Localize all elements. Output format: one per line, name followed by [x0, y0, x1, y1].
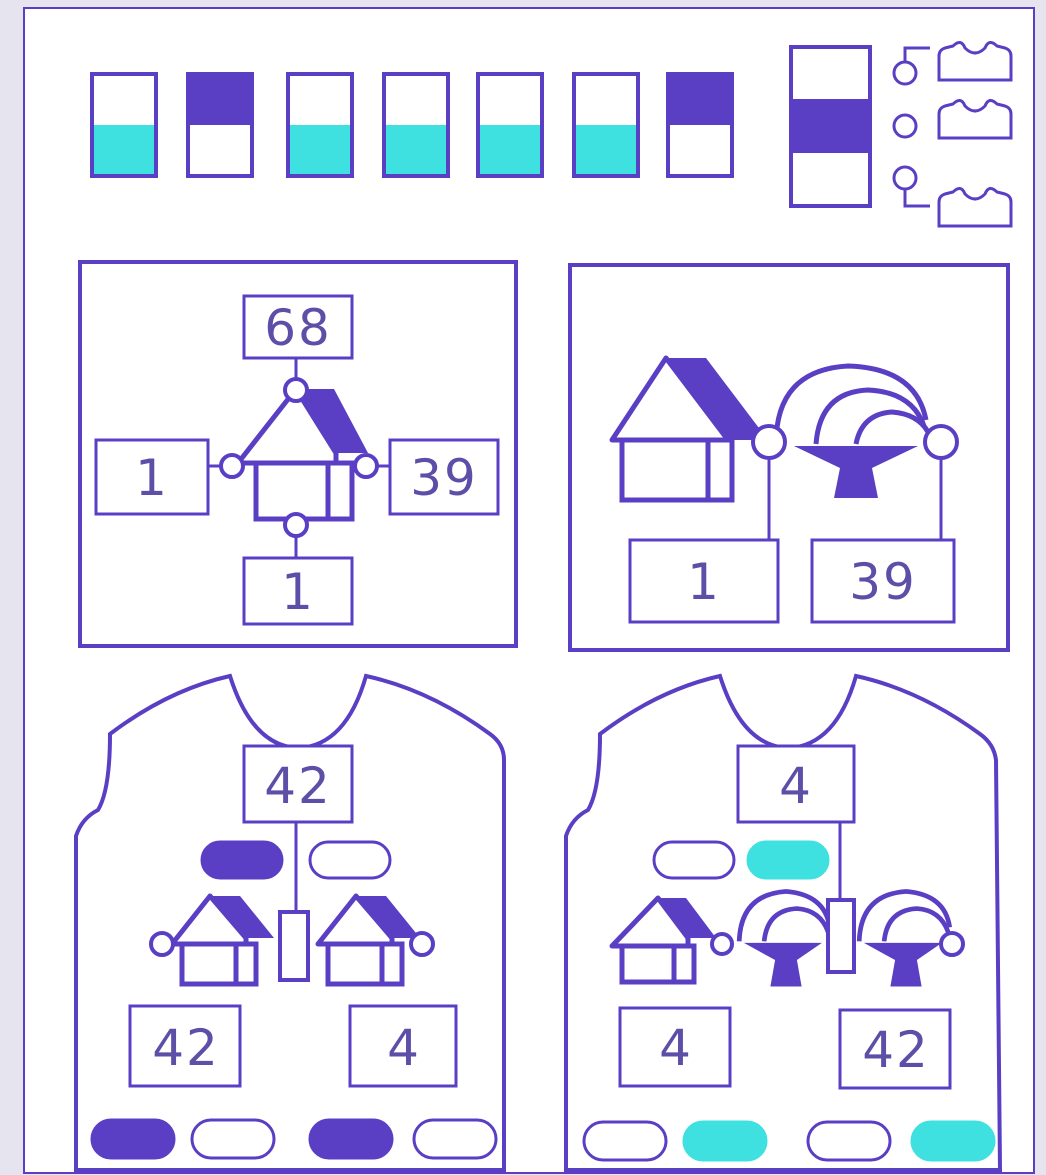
house-tree-panel: 1 39 [570, 265, 1008, 650]
key-tile [791, 47, 870, 206]
sweater-trees: 4 4 42 [566, 676, 1000, 1170]
box-bottom-number: 1 [281, 563, 315, 621]
box-right-number: 4 [387, 1019, 421, 1077]
pill-purple [310, 1120, 392, 1158]
box-right-number: 39 [410, 449, 478, 507]
box-left-number: 42 [152, 1019, 220, 1077]
legend-tile [288, 74, 352, 176]
pill-purple [92, 1120, 174, 1158]
pill-empty [192, 1120, 274, 1158]
house-cross-panel: 68 1 39 1 [80, 262, 516, 646]
legend-tile-fill [190, 76, 250, 125]
legend-tile [188, 74, 252, 176]
box-top-number: 4 [779, 757, 813, 815]
box-top-number: 68 [264, 299, 332, 357]
legend-tile [478, 74, 542, 176]
box-left-number: 1 [687, 553, 721, 611]
pill-empty [654, 842, 734, 878]
legend-tile [668, 74, 732, 176]
legend-tile-fill [480, 125, 540, 174]
legend-tile-fill [290, 125, 350, 174]
box-left-number: 1 [135, 449, 169, 507]
pill-empty [808, 1122, 890, 1160]
box-right-number: 39 [849, 553, 917, 611]
legend-tile-fill [576, 125, 636, 174]
legend-tile-fill [386, 125, 446, 174]
legend-tile [574, 74, 638, 176]
legend-tile-fill [94, 125, 154, 174]
legend-tile-fill [670, 76, 730, 125]
pill-empty [414, 1120, 496, 1158]
pill-cyan [748, 842, 828, 878]
pill-cyan [912, 1122, 994, 1160]
box-left-number: 4 [659, 1019, 693, 1077]
legend-tile [92, 74, 156, 176]
key-tile-fill [793, 99, 868, 153]
pill-purple [202, 842, 282, 878]
legend-tile [384, 74, 448, 176]
pill-empty [584, 1122, 666, 1160]
box-right-number: 42 [862, 1021, 930, 1079]
box-top-number: 42 [264, 757, 332, 815]
sweater-houses: 42 42 4 [76, 676, 504, 1170]
pill-empty [310, 842, 390, 878]
pill-cyan [684, 1122, 766, 1160]
